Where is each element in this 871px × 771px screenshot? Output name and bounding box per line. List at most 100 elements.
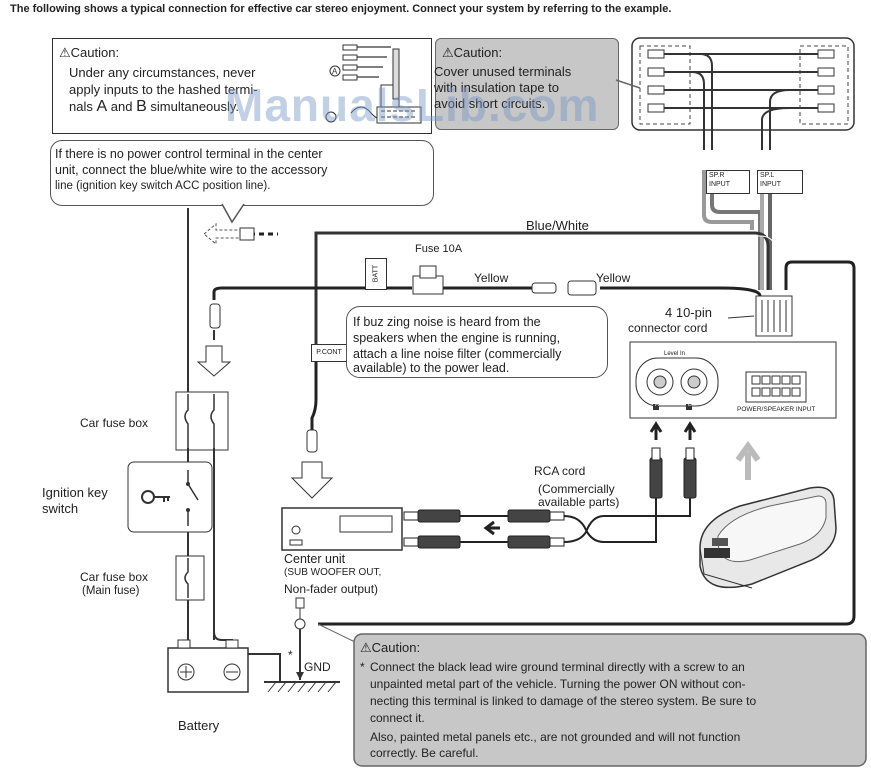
noise-note-line-3: attach a line noise filter (commercially: [353, 347, 562, 361]
rca-direction-arrow: [483, 520, 500, 536]
rca-plugs-right: [507, 509, 565, 549]
caution-word: Caution:: [453, 45, 503, 60]
caution3-content: ⚠Caution: * Connect the black lead wire …: [354, 634, 866, 766]
caution-box-inputs: ⚠Caution: Under any circumstances, never…: [52, 38, 432, 134]
ground-wire: [318, 260, 856, 626]
harness-left-dashed: [639, 45, 691, 125]
caution-line-2: apply inputs to the hashed termi-: [69, 82, 258, 97]
battery-pos-terminal: [177, 639, 191, 649]
gnd-star: *: [288, 648, 293, 662]
fuse-icon: [419, 265, 437, 279]
main-fuse-box: [175, 555, 205, 601]
caution-box-unused-terminals: ⚠Caution: Cover unused terminals with in…: [434, 38, 619, 130]
rca-up-arrow-r: [683, 421, 697, 440]
caution-nals: nals: [69, 99, 93, 114]
caution2-line-1: Cover unused terminals: [434, 64, 572, 79]
spl-label-1: SP.L: [760, 172, 775, 179]
caution-box-ground: [353, 633, 867, 767]
level-in-label: Level In: [664, 351, 686, 357]
power-control-note: If there is no power control terminal in…: [50, 140, 434, 206]
blue-white-wire-down: [314, 231, 330, 350]
power-note-line-3: line (ignition key switch ACC position l…: [55, 180, 271, 192]
yellow-wire-left: [212, 286, 412, 300]
fuse-holder: [412, 275, 444, 295]
car-fuse-box-label: Car fuse box: [80, 416, 149, 430]
spr-label-2: INPUT: [709, 181, 730, 188]
pcont-tag: P.CONT: [311, 344, 347, 362]
center-unit-label-1: Center unit: [284, 552, 346, 566]
harness-right-dashed: [799, 45, 849, 125]
watermark: ManualsLib.com: [225, 79, 600, 131]
caution2-line-2: with insulation tape to: [434, 80, 560, 95]
center-unit-label-2: (SUB WOOFER OUT,: [284, 567, 382, 578]
fuse-label: Fuse 10A: [415, 243, 463, 255]
caution-title: ⚠Caution:: [360, 640, 420, 656]
blue-white-wire-inner: [330, 231, 770, 290]
sp-input-wires: [702, 170, 772, 290]
ignition-label-1: Ignition key: [42, 485, 108, 500]
connector-label-2: connector cord: [628, 321, 708, 335]
caution3-line-2: unpainted metal part of the vehicle. Tur…: [370, 677, 746, 691]
battery-neg-terminal: [225, 639, 239, 649]
acc-arrow-dashed: [203, 222, 241, 246]
caution-title: ⚠Caution:: [59, 45, 119, 61]
caution-word: Caution:: [371, 640, 421, 655]
batt-tag: BATT: [365, 258, 387, 290]
caution3-asterisk: *: [360, 660, 365, 674]
caution-and: and: [110, 99, 133, 114]
page-header: The following shows a typical connection…: [10, 3, 672, 15]
terminal-diagram-thumbnail: A: [321, 43, 425, 129]
warning-icon: ⚠: [360, 640, 372, 655]
callout-pointer: [221, 203, 245, 224]
caution-simultaneously: simultaneously.: [150, 99, 240, 114]
rca-plugs-vertical: [649, 447, 697, 499]
battery-label: Battery: [178, 718, 220, 733]
harness-wires: [660, 53, 820, 150]
caution-title: ⚠Caution:: [442, 45, 502, 61]
caution3-pointer: [317, 623, 356, 643]
rca-label-3: available parts): [538, 495, 620, 509]
noise-filter-note: If buz zing noise is heard from the spea…: [346, 306, 608, 378]
center-unit-label-3: Non-fader output): [284, 582, 379, 596]
yellow-wire-right: [600, 286, 762, 297]
thumbnail-terminal-a: A: [332, 67, 338, 76]
main-fuse-label-1: Car fuse box: [80, 570, 149, 584]
gnd-label: GND: [304, 660, 331, 674]
batt-down-arrow: [196, 345, 232, 377]
ground-screw: [294, 618, 306, 630]
yellow-label-2: Yellow: [596, 271, 631, 285]
battery-minus-icon: [223, 663, 241, 681]
key-icon: [141, 490, 170, 504]
caution-line-1: Under any circumstances, never: [69, 65, 256, 80]
caution-word: Caution:: [70, 45, 120, 60]
warning-icon: ⚠: [442, 45, 454, 60]
batt-terminal: [209, 303, 221, 329]
caution2-line-3: avoid short circuits.: [434, 96, 546, 111]
rca-label-1: RCA cord: [534, 464, 586, 478]
yellow-label-1: Yellow: [474, 271, 509, 285]
ignition-label-2: switch: [42, 501, 79, 516]
caution3-line-1: Connect the black lead wire ground termi…: [370, 660, 745, 674]
terminal-thumbnail-svg: A: [325, 44, 422, 124]
jack-a-label: A: [655, 402, 660, 408]
power-note-line-2: unit, connect the blue/white wire to the…: [55, 163, 328, 177]
caution3-line-5: Also, painted metal panels etc., are not…: [370, 730, 741, 744]
connector-label-1: 4 10-pin: [665, 305, 712, 320]
power-note-line-1: If there is no power control terminal in…: [55, 147, 323, 161]
spr-label-1: SP.R: [709, 172, 725, 179]
car-fuse-box: [175, 391, 229, 451]
rca-plugs-left: [403, 509, 461, 549]
caution3-line-3: necting this terminal is linked to damag…: [370, 694, 757, 708]
batt-label: BATT: [372, 264, 380, 283]
terminal-a-label: A: [96, 98, 108, 115]
pcont-wire: [310, 350, 318, 432]
harness-terminals: [647, 49, 835, 113]
pcont-down-arrow: [290, 461, 334, 499]
jack-b-label: B: [688, 402, 693, 408]
spl-input-tag: SP.L INPUT: [757, 170, 803, 194]
connector-pointer: [727, 315, 755, 319]
rca-label-2: (Commercially: [538, 482, 615, 496]
battery-plus-icon: [177, 663, 195, 681]
main-fuse-label-2: (Main fuse): [82, 585, 140, 597]
